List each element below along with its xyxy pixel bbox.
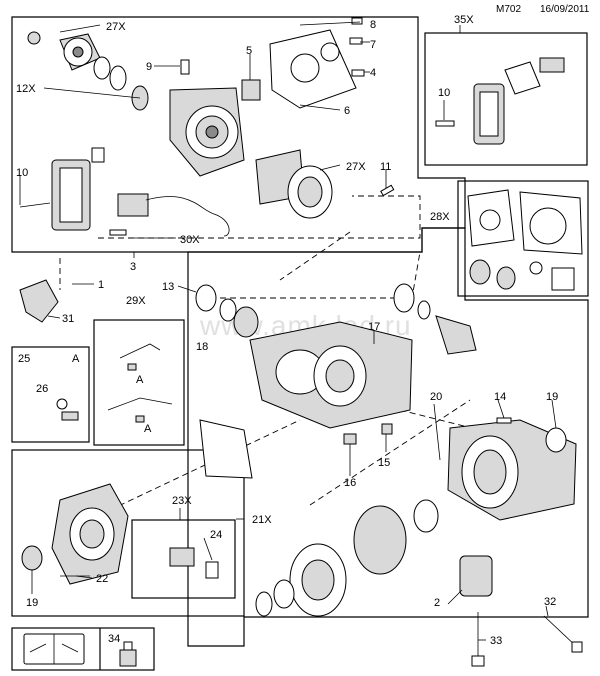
callout-9: 9 xyxy=(146,61,152,73)
bolt-7 xyxy=(349,37,363,45)
callout-13: 13 xyxy=(162,281,174,293)
diagram-code: M702 xyxy=(496,4,521,15)
callout-19-right: 19 xyxy=(546,391,558,403)
plug-16 xyxy=(343,433,357,445)
bracket-31 xyxy=(19,279,59,323)
callout-a-box: A xyxy=(72,353,80,365)
callout-32: 32 xyxy=(544,596,556,608)
callout-29x: 29X xyxy=(126,295,146,307)
callout-23x: 23X xyxy=(172,495,192,507)
callout-2: 2 xyxy=(434,597,440,609)
output-housing-frame xyxy=(11,449,245,617)
diff-carrier xyxy=(353,505,407,575)
callout-33: 33 xyxy=(490,635,502,647)
pinion-gear xyxy=(435,315,477,355)
callout-27x-top: 27X xyxy=(106,21,126,33)
callout-5: 5 xyxy=(246,45,252,57)
seal-19-right xyxy=(545,427,567,453)
bolt-8 xyxy=(351,17,363,25)
callout-12x: 12X xyxy=(16,83,36,95)
callout-24: 24 xyxy=(210,529,222,541)
bearing-13 xyxy=(195,284,217,312)
callout-11: 11 xyxy=(380,161,391,173)
sensor-30x xyxy=(117,193,149,217)
actuator-23x xyxy=(169,547,195,567)
clip-26 xyxy=(56,398,68,410)
callout-a-2: A xyxy=(144,423,152,435)
mount-bush-2 xyxy=(459,555,493,597)
callout-31: 31 xyxy=(62,313,74,325)
callout-17: 17 xyxy=(368,321,380,333)
gasket-35x xyxy=(504,61,541,95)
callout-14: 14 xyxy=(494,391,506,403)
callout-18: 18 xyxy=(196,341,208,353)
gasket-kit-28x-frame xyxy=(457,180,589,297)
plug-24 xyxy=(205,561,219,579)
callout-27x-right: 27X xyxy=(346,161,366,173)
diff-bearing xyxy=(413,499,439,533)
legend-box xyxy=(11,627,155,671)
bolt-4 xyxy=(351,69,365,77)
bearing-17 xyxy=(393,283,415,313)
callout-22: 22 xyxy=(96,573,108,585)
callout-6: 6 xyxy=(344,105,350,117)
callout-30x: 30X xyxy=(180,234,200,246)
callout-15: 15 xyxy=(378,457,390,469)
callout-21x: 21X xyxy=(252,514,272,526)
kit-23x-frame xyxy=(131,519,236,599)
kit-25-frame xyxy=(11,346,90,443)
callout-1: 1 xyxy=(98,279,104,291)
callout-8: 8 xyxy=(370,19,376,31)
bolt-30x xyxy=(109,229,127,236)
valve-35x xyxy=(539,57,565,73)
lower-assembly-frame xyxy=(187,227,589,647)
callout-7: 7 xyxy=(370,39,376,51)
callout-35x: 35X xyxy=(454,14,474,26)
callout-26: 26 xyxy=(36,383,48,395)
callout-3: 3 xyxy=(130,261,136,273)
callout-10-left: 10 xyxy=(16,167,28,179)
kit-29x-frame xyxy=(93,319,185,446)
callout-20: 20 xyxy=(430,391,442,403)
callout-34: 34 xyxy=(108,633,120,645)
callout-16: 16 xyxy=(344,477,356,489)
bolt-14 xyxy=(496,417,512,424)
breather-9 xyxy=(180,59,190,75)
seal-ring-27x xyxy=(27,31,41,45)
bearing-5 xyxy=(241,79,261,101)
plug-15 xyxy=(381,423,393,435)
bolt-11 xyxy=(380,184,395,197)
seal-19-left xyxy=(21,545,43,571)
callout-10-kit: 10 xyxy=(438,87,450,99)
callout-28x: 28X xyxy=(430,211,450,223)
callout-25: 25 xyxy=(18,353,30,365)
kit-35x-frame xyxy=(424,32,588,166)
snap-ring xyxy=(93,56,111,80)
gasket-cover xyxy=(199,419,253,479)
diagram-date: 16/09/2011 xyxy=(540,4,590,15)
seal-28x xyxy=(469,259,491,285)
grease-gun-icon xyxy=(119,641,137,667)
callout-19-left: 19 xyxy=(26,597,38,609)
bearing-18 xyxy=(233,306,259,338)
book-wrench-icon xyxy=(23,633,85,665)
callout-4: 4 xyxy=(370,67,376,79)
callout-a-1: A xyxy=(136,374,144,386)
